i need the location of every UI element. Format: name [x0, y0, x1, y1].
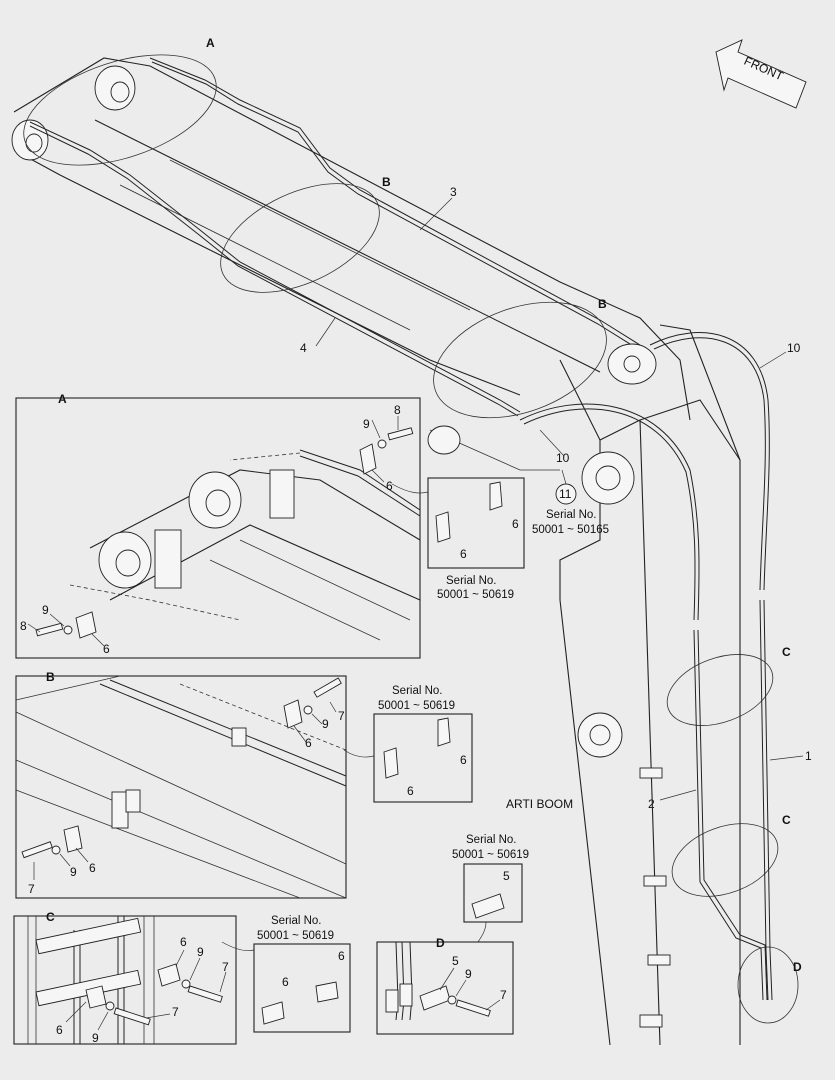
part-3-label: 3	[450, 185, 457, 199]
main-callout-ellipses	[23, 54, 799, 1024]
callout-main-c1: C	[782, 645, 791, 659]
detail-b-n7b: 7	[28, 882, 35, 896]
callout-main-d: D	[793, 960, 802, 974]
detail-b-serial-title: Serial No.	[392, 685, 443, 697]
callout-main-b1: B	[382, 175, 391, 189]
detail-c-n6a: 6	[180, 935, 187, 949]
detail-c-n6b: 6	[56, 1023, 63, 1037]
detail-b-title: B	[46, 670, 55, 684]
detail-d-title: D	[436, 936, 445, 950]
part-2-label: 2	[648, 797, 655, 811]
detail-d-n7: 7	[500, 988, 507, 1002]
detail-c-n9a: 9	[197, 945, 204, 959]
detail-a-n8a: 8	[394, 403, 401, 417]
detail-b-panel: B 9 7 6 9 7 6	[15, 670, 347, 899]
callout-main-a: A	[206, 36, 215, 50]
detail-d-n5: 5	[452, 954, 459, 968]
arti-boom-structure	[427, 324, 741, 1046]
detail-b-n7a: 7	[338, 709, 345, 723]
serial-11-title: Serial No.	[546, 509, 597, 521]
detail-a-serial-title: Serial No.	[446, 575, 497, 587]
detail-b-n9a: 9	[322, 717, 329, 731]
detail-b-n6a: 6	[305, 736, 312, 750]
pipe-3	[149, 57, 641, 350]
front-arrow: FRONT	[715, 39, 807, 109]
detail-a-serial-p1: 6	[460, 547, 467, 561]
detail-c-n7b: 7	[172, 1005, 179, 1019]
detail-a-serial-p2: 6	[512, 517, 519, 531]
detail-d-n9: 9	[465, 967, 472, 981]
detail-c-serial-range: 50001 ~ 50619	[257, 930, 334, 942]
detail-d-panel: D 5 9 7	[376, 936, 514, 1035]
detail-a-title: A	[58, 392, 67, 406]
detail-a-serial-box: 6 6 Serial No. 50001 ~ 50619	[391, 477, 525, 601]
pipe-2	[693, 629, 768, 1001]
detail-d-serial-title: Serial No.	[466, 834, 517, 846]
detail-c-n9b: 9	[92, 1031, 99, 1045]
part-4-label: 4	[300, 341, 307, 355]
detail-b-serial-box: Serial No. 50001 ~ 50619 6 6	[343, 685, 473, 803]
serial-11-range: 50001 ~ 50165	[532, 524, 609, 536]
detail-a-n6a: 6	[386, 479, 393, 493]
pipe-4	[29, 121, 521, 417]
detail-a-serial-range: 50001 ~ 50619	[437, 589, 514, 601]
detail-b-serial-p2: 6	[460, 753, 467, 767]
detail-c-serial-p2: 6	[338, 949, 345, 963]
callout-main-c2: C	[782, 813, 791, 827]
boom-upper-structure	[11, 57, 691, 421]
part-11-circle: 11	[555, 483, 577, 505]
part-1-label: 1	[805, 749, 812, 763]
part-10a-label: 10	[787, 341, 801, 355]
svg-text:11: 11	[559, 487, 572, 501]
detail-c-n7a: 7	[222, 960, 229, 974]
arti-boom-label: ARTI BOOM	[506, 797, 573, 811]
part-10b-label: 10	[556, 451, 570, 465]
detail-c-title: C	[46, 910, 55, 924]
detail-c-serial-box: Serial No. 50001 ~ 50619 6 6	[221, 915, 351, 1033]
detail-b-serial-range: 50001 ~ 50619	[378, 700, 455, 712]
detail-a-n8b: 8	[20, 619, 27, 633]
part-leaders	[315, 197, 804, 801]
hose-10	[519, 332, 770, 621]
detail-a-n9a: 9	[363, 417, 370, 431]
detail-d-serial-box: Serial No. 50001 ~ 50619 5	[452, 834, 529, 943]
detail-d-serial-p1: 5	[503, 869, 510, 883]
detail-a-n6b: 6	[103, 642, 110, 656]
callout-main-b2: B	[598, 297, 607, 311]
detail-b-n9b: 9	[70, 865, 77, 879]
pipe-1	[759, 599, 773, 1001]
detail-b-serial-p1: 6	[407, 784, 414, 798]
detail-c-panel: C 6 9 7 6 9 7	[13, 910, 237, 1045]
detail-b-n6b: 6	[89, 861, 96, 875]
detail-a-panel: A 9 8 6 9 8 6	[15, 392, 421, 659]
detail-c-serial-title: Serial No.	[271, 915, 322, 927]
detail-a-n9b: 9	[42, 603, 49, 617]
detail-c-serial-p1: 6	[282, 975, 289, 989]
detail-d-serial-range: 50001 ~ 50619	[452, 849, 529, 861]
